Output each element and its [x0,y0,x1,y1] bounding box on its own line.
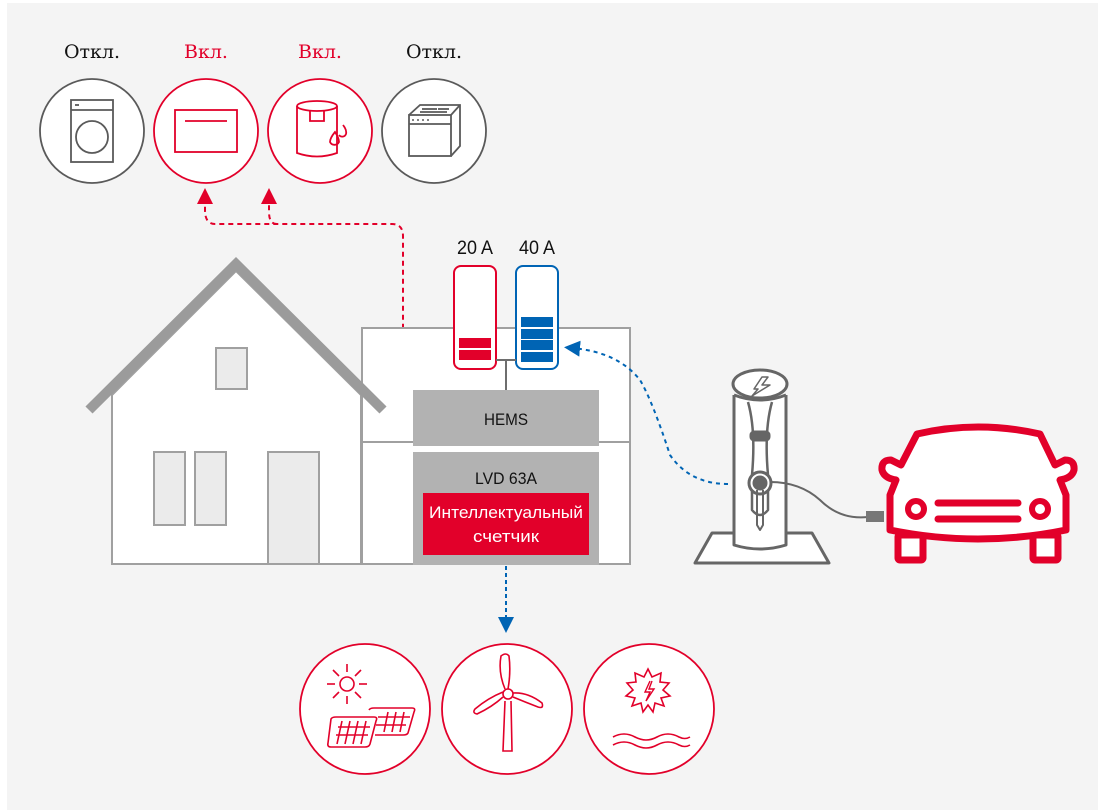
status-label-stove: Откл. [406,41,462,63]
window-left [153,451,186,526]
washing-machine-icon [70,99,114,163]
water-heater-icon [296,100,348,158]
breaker-20a: 20 A [453,238,497,370]
breaker-level-bar [521,329,553,339]
status-label-washing-machine: Откл. [64,41,120,63]
appliance-stove-oven: Откл. [381,41,487,184]
appliance-water-heater: Вкл. [267,41,373,184]
lvd-label: LVD 63A [475,469,538,488]
appliance-circle [381,78,487,184]
status-label-heater: Вкл. [184,41,228,63]
charging-plug [866,511,884,522]
window-right [194,451,227,526]
attic-window [215,347,248,390]
wind-turbine-icon [473,653,544,752]
data-link-ev-to-breaker [564,340,729,485]
house-roof [85,256,387,414]
appliance-washing-machine: Откл. [39,41,145,184]
smart-meter-label-line1: Интеллектуальный [429,503,583,522]
stove-oven-icon [408,104,461,157]
appliance-circle [39,78,145,184]
heater-icon [174,109,238,153]
charging-cable [769,481,869,519]
breaker-level-bar [521,340,553,350]
hems-box [413,390,599,446]
breaker-wiring [496,359,516,390]
appliance-heat-storage-heater: Вкл. [153,41,259,184]
smart-meter-box [423,493,589,555]
house-main [111,269,362,565]
breaker-level-bar [521,352,553,362]
status-label-water-heater: Вкл. [298,41,342,63]
front-door [267,451,320,565]
smart-meter-label-line2: счетчик [473,527,540,546]
tidal-energy-icon [612,667,691,749]
breaker-label-40a: 40 A [519,238,555,259]
source-tidal [583,643,715,775]
breaker-label-20a: 20 A [457,238,493,259]
appliance-circle [267,78,373,184]
solar-panel-icon [327,664,416,748]
breaker-level-bar [459,350,491,360]
breaker-level-bar [459,338,491,348]
source-wind [441,643,573,775]
breaker-40a: 40 A [515,238,559,370]
appliance-circle [153,78,259,184]
breaker-level-bar [521,317,553,327]
ev-charger-icon [693,368,831,565]
electric-car-icon [878,423,1078,564]
hems-label: HEMS [484,410,528,429]
source-solar [299,643,431,775]
